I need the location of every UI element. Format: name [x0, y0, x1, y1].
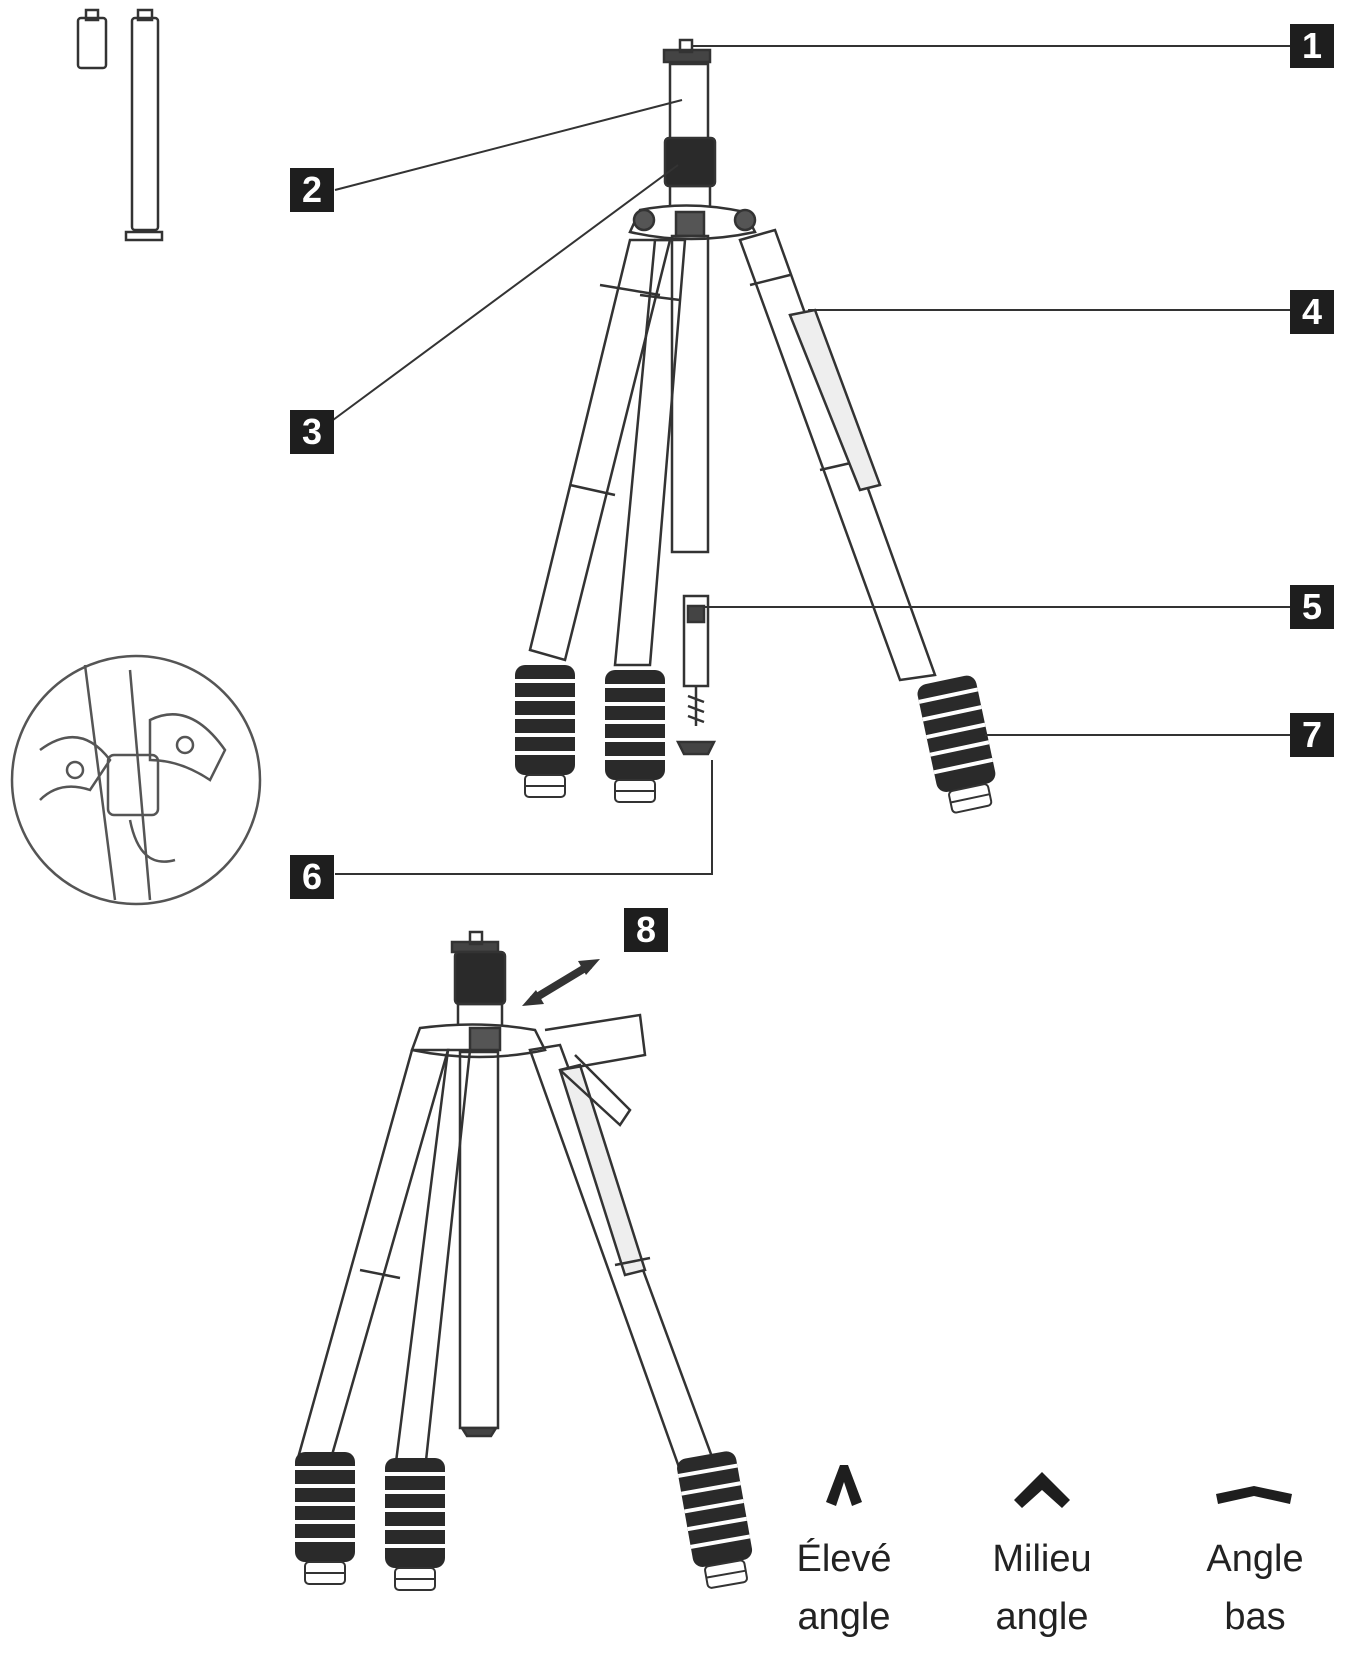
- callout-4: 4: [1290, 290, 1334, 334]
- folded-grip-back: [384, 1457, 446, 1591]
- angle-label-line1: Élevé: [796, 1538, 892, 1580]
- tripod-extended: [528, 38, 937, 756]
- callout-2: 2: [290, 168, 334, 212]
- callout-1: 1: [1290, 24, 1334, 68]
- callout-3: 3: [290, 410, 334, 454]
- tripod-folded: [296, 930, 717, 1472]
- angle-label-line1: Angle: [1206, 1538, 1304, 1580]
- callout-8: 8: [624, 908, 668, 952]
- medium-chevron-icon: [1014, 1472, 1070, 1508]
- angle-label-medium: Milieu angle: [957, 1530, 1127, 1646]
- angle-label-line2: bas: [1224, 1596, 1286, 1638]
- callout-6: 6: [290, 855, 334, 899]
- steep-chevron-icon: [826, 1465, 862, 1506]
- spare-parts: [76, 8, 164, 242]
- leg-grip-right: [914, 672, 1003, 817]
- leg-grip-back: [604, 669, 666, 803]
- angle-label-line1: Milieu: [992, 1538, 1092, 1580]
- folded-grip-right: [674, 1448, 759, 1592]
- leg-grip-left: [514, 664, 576, 798]
- folded-grip-left: [294, 1451, 356, 1585]
- angle-label-line2: angle: [995, 1596, 1089, 1638]
- angle-label-low: Angle bas: [1170, 1530, 1340, 1646]
- leader-lines: [332, 45, 1290, 875]
- callout-7: 7: [1290, 713, 1334, 757]
- angle-label-line2: angle: [797, 1596, 891, 1638]
- callout-5: 5: [1290, 585, 1334, 629]
- angle-label-steep: Élevé angle: [759, 1530, 929, 1646]
- flat-chevron-icon: [1216, 1486, 1292, 1504]
- detail-inset: [10, 654, 262, 906]
